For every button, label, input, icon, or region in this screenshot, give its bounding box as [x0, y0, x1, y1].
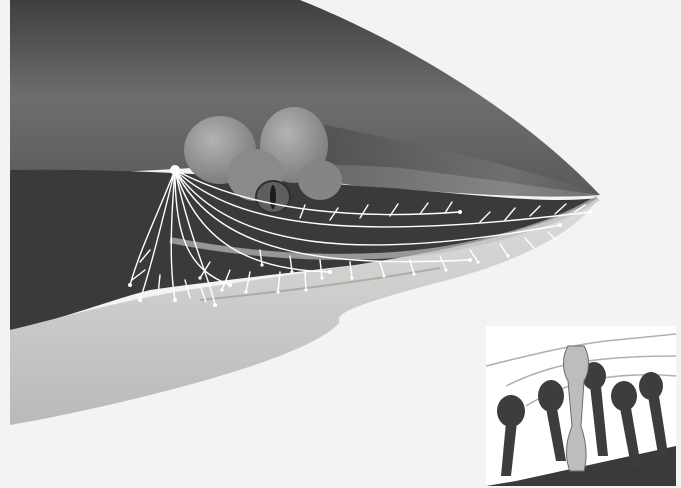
brain-lobe-rear	[298, 160, 342, 200]
shark-pupil	[270, 185, 276, 209]
ampulla-inset	[486, 326, 676, 486]
inset-highlighted-ampulla	[564, 346, 589, 471]
ampulla-closeup-illustration	[486, 326, 676, 486]
